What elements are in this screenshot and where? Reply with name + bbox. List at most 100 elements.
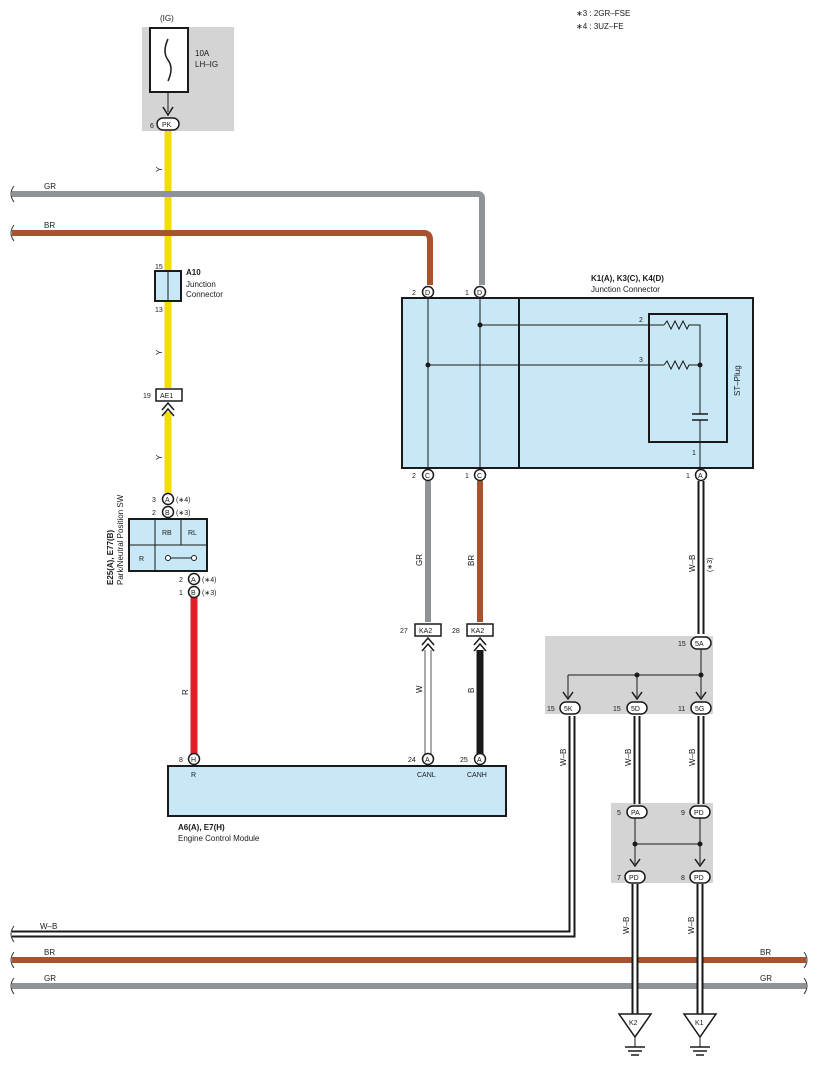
jp-out-pin-0: 7 — [617, 875, 621, 882]
fuse-name: LH–IG — [195, 60, 218, 69]
ecm-pin-24: 24 — [408, 757, 416, 764]
ka2-pin-28: 28 — [452, 628, 460, 635]
ae1-arrow-icon — [161, 401, 175, 417]
st-plug-box — [648, 313, 728, 443]
junction-k-id: K1(A), K3(C), K4(D) — [591, 274, 664, 283]
jp-out-pin-1: 8 — [681, 875, 685, 882]
wire-label-wb-k1: W–B — [687, 917, 696, 934]
wire-wb-ground — [631, 884, 704, 1014]
wire-label-br-bottom-right: BR — [760, 948, 771, 957]
wire-label-w: W — [415, 685, 424, 693]
ground-icon-k2 — [617, 1013, 653, 1056]
note-4: ∗4 : 3UZ–FE — [576, 22, 624, 31]
ka2-arrow-icon-2 — [473, 636, 487, 652]
sw-top-term-1: B — [165, 510, 170, 517]
k-bottom-pin-1: 1 — [465, 473, 469, 480]
resistor-2-icon — [663, 359, 700, 371]
wire-label-wb-bottom: W–B — [40, 922, 57, 931]
switch-id: E25(A), E77(B) — [106, 530, 115, 585]
sw-top-pin-0: 3 — [152, 497, 156, 504]
sw-bottom-pin-1: 1 — [179, 590, 183, 597]
ground-label-k2: K2 — [629, 1020, 638, 1027]
wire-label-y2: Y — [155, 349, 164, 355]
ecm-pin-8: 8 — [179, 757, 183, 764]
k-top-term-1: D — [477, 290, 482, 297]
ka2-arrow-icon-1 — [421, 636, 435, 652]
a10-id: A10 — [186, 268, 201, 277]
wb-note: (∗3) — [707, 558, 714, 572]
j5-out-pin-1: 15 — [613, 706, 621, 713]
k-bottom-term-1: C — [477, 473, 482, 480]
k-inner-pin-3: 3 — [639, 357, 643, 364]
sw-bottom-term-1: B — [191, 590, 196, 597]
ka2-label-2: KA2 — [471, 628, 484, 635]
fuse-icon — [164, 38, 172, 82]
k-bottom-term-0: C — [425, 473, 430, 480]
fuse-rating: 10A — [195, 49, 210, 58]
wire-label-br-top: BR — [44, 221, 55, 230]
sw-top-pin-1: 2 — [152, 510, 156, 517]
switch-cell-rb: RB — [162, 530, 172, 537]
ecm-name: Engine Control Module — [178, 834, 260, 843]
wire-wb-left — [12, 716, 576, 938]
jp-in-term-0: PA — [631, 810, 640, 817]
sw-bottom-note-0: (∗4) — [202, 577, 216, 584]
wire-wb-mid — [633, 716, 705, 804]
jp-out-term-0: PD — [629, 875, 639, 882]
a10-pin-bottom: 13 — [155, 307, 163, 314]
wire-label-gr-bottom-left: GR — [44, 974, 56, 983]
power-label: (IG) — [160, 14, 174, 23]
switch-name: Park/Neutral Position SW — [116, 494, 125, 585]
junction-k-box — [401, 297, 754, 469]
wire-label-b: B — [467, 688, 476, 693]
fuse-pin: 6 — [150, 123, 154, 130]
wire-gr-top — [12, 191, 485, 285]
wire-label-wb-5k: W–B — [559, 749, 568, 766]
j5-out-term-0: 5K — [564, 706, 573, 713]
wire-label-wb-5d: W–B — [624, 749, 633, 766]
j5-top-term-label: 5A — [695, 641, 704, 648]
terminal-pk-label: PK — [162, 122, 172, 129]
jp-in-pin-0: 5 — [617, 810, 621, 817]
break-marks — [10, 185, 808, 995]
ecm-label-r: R — [191, 772, 196, 779]
terminal-pk — [156, 117, 180, 131]
ae1-box — [155, 388, 183, 402]
wire-label-wb-k: W–B — [688, 555, 697, 572]
sw-bottom-term-0: A — [191, 577, 196, 584]
wire-wb-cross — [631, 950, 704, 996]
junction-k-name: Junction Connector — [591, 285, 660, 294]
k-bottom-term-2: A — [698, 473, 703, 480]
note-3: ∗3 : 2GR–FSE — [576, 9, 630, 18]
wire-label-br-down: BR — [467, 555, 476, 566]
ka2-pin-27: 27 — [400, 628, 408, 635]
ka2-box-2 — [466, 623, 494, 637]
ground-icon-k1 — [682, 1013, 718, 1056]
ecm-pin-25: 25 — [460, 757, 468, 764]
j5-out-pin-2: 11 — [678, 706, 685, 713]
j5-out-term-2: 5G — [695, 706, 704, 713]
wire-br-top — [12, 230, 433, 285]
wire-label-gr-down: GR — [415, 554, 424, 566]
ecm-term-a1: A — [425, 757, 430, 764]
k-inner-pin-2: 2 — [639, 317, 643, 324]
st-plug-label: ST–Plug — [733, 365, 742, 396]
ae1-label: AE1 — [160, 393, 173, 400]
k-top-term-0: D — [425, 290, 430, 297]
ecm-box — [167, 765, 507, 817]
sw-top-note-0: (∗4) — [176, 497, 190, 504]
fuse-box — [149, 27, 189, 93]
jp-out-term-1: PD — [694, 875, 704, 882]
j5-out-term-1: 5D — [631, 706, 640, 713]
k-top-pin-1: 1 — [465, 290, 469, 297]
ecm-id: A6(A), E7(H) — [178, 823, 225, 832]
jp-in-pin-1: 9 — [681, 810, 685, 817]
k-top-pin-0: 2 — [412, 290, 416, 297]
ecm-term-a2: A — [477, 757, 482, 764]
ground-label-k1: K1 — [695, 1020, 704, 1027]
wire-label-gr-bottom-right: GR — [760, 974, 772, 983]
sw-top-note-1: (∗3) — [176, 510, 190, 517]
k-bottom-pin-0: 2 — [412, 473, 416, 480]
wire-label-y1: Y — [155, 166, 164, 172]
